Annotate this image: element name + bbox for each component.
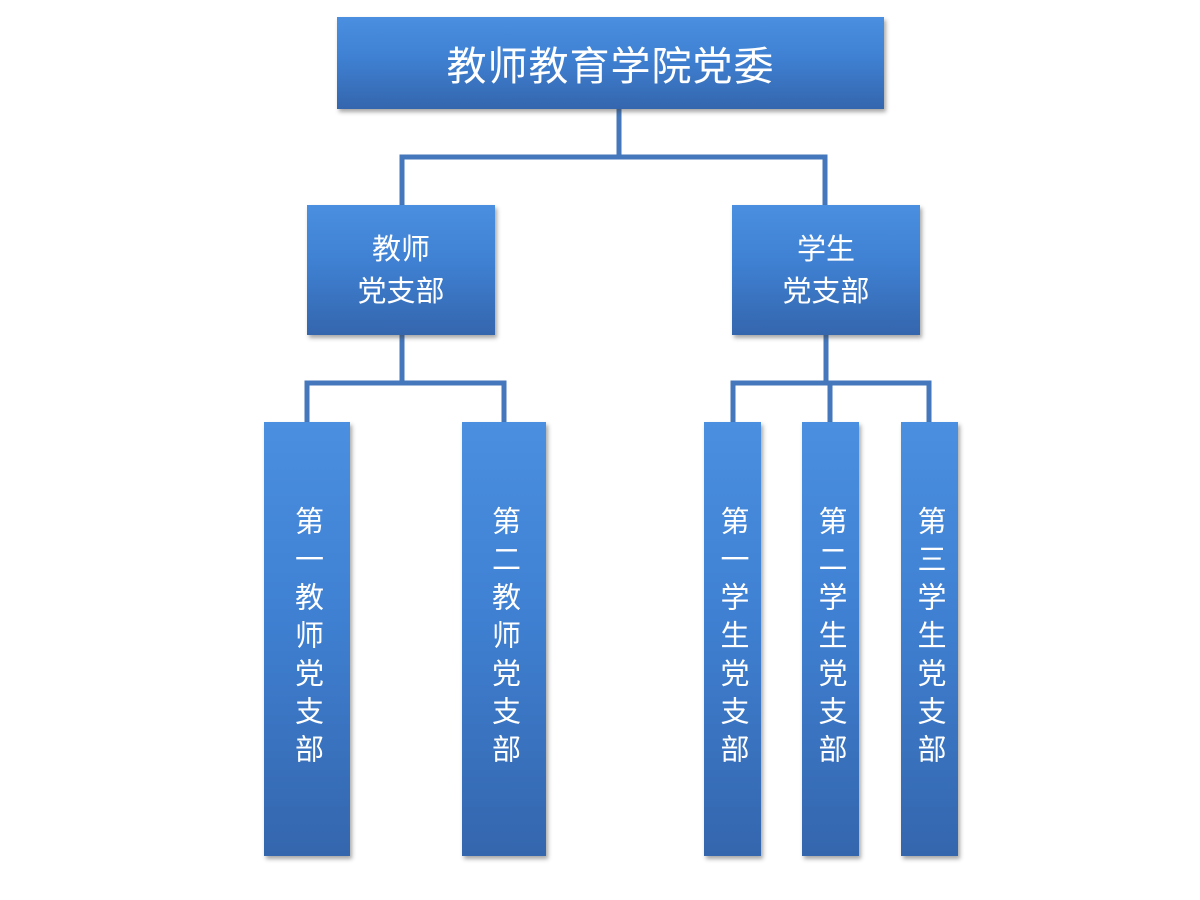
leaf-label: 第二教师党支部 [487,506,522,772]
leaf-node-teacher-1: 第一教师党支部 [264,422,350,856]
leaf-label: 第三学生党支部 [913,506,947,772]
leaf-node-student-2: 第二学生党支部 [802,422,859,856]
leaf-node-teacher-2: 第二教师党支部 [462,422,546,856]
connector-branch-bar [399,154,828,208]
root-label: 教师教育学院党委 [446,44,775,90]
leaf-label: 第二学生党支部 [814,506,848,772]
branch-node-student: 学生 党支部 [732,205,920,335]
leaf-label: 第一教师党支部 [290,506,325,772]
leaf-node-student-3: 第三学生党支部 [901,422,958,856]
leaf-label: 第一学生党支部 [716,506,750,772]
branch-label-line2: 党支部 [782,274,870,308]
connector-teacher-bar [304,380,507,425]
branch-node-teacher: 教师 党支部 [307,205,495,335]
branch-label-line1: 学生 [796,232,855,266]
branch-label-line1: 教师 [371,232,430,266]
leaf-node-student-1: 第一学生党支部 [704,422,761,856]
branch-label-line2: 党支部 [357,274,445,308]
root-node: 教师教育学院党委 [337,17,884,109]
